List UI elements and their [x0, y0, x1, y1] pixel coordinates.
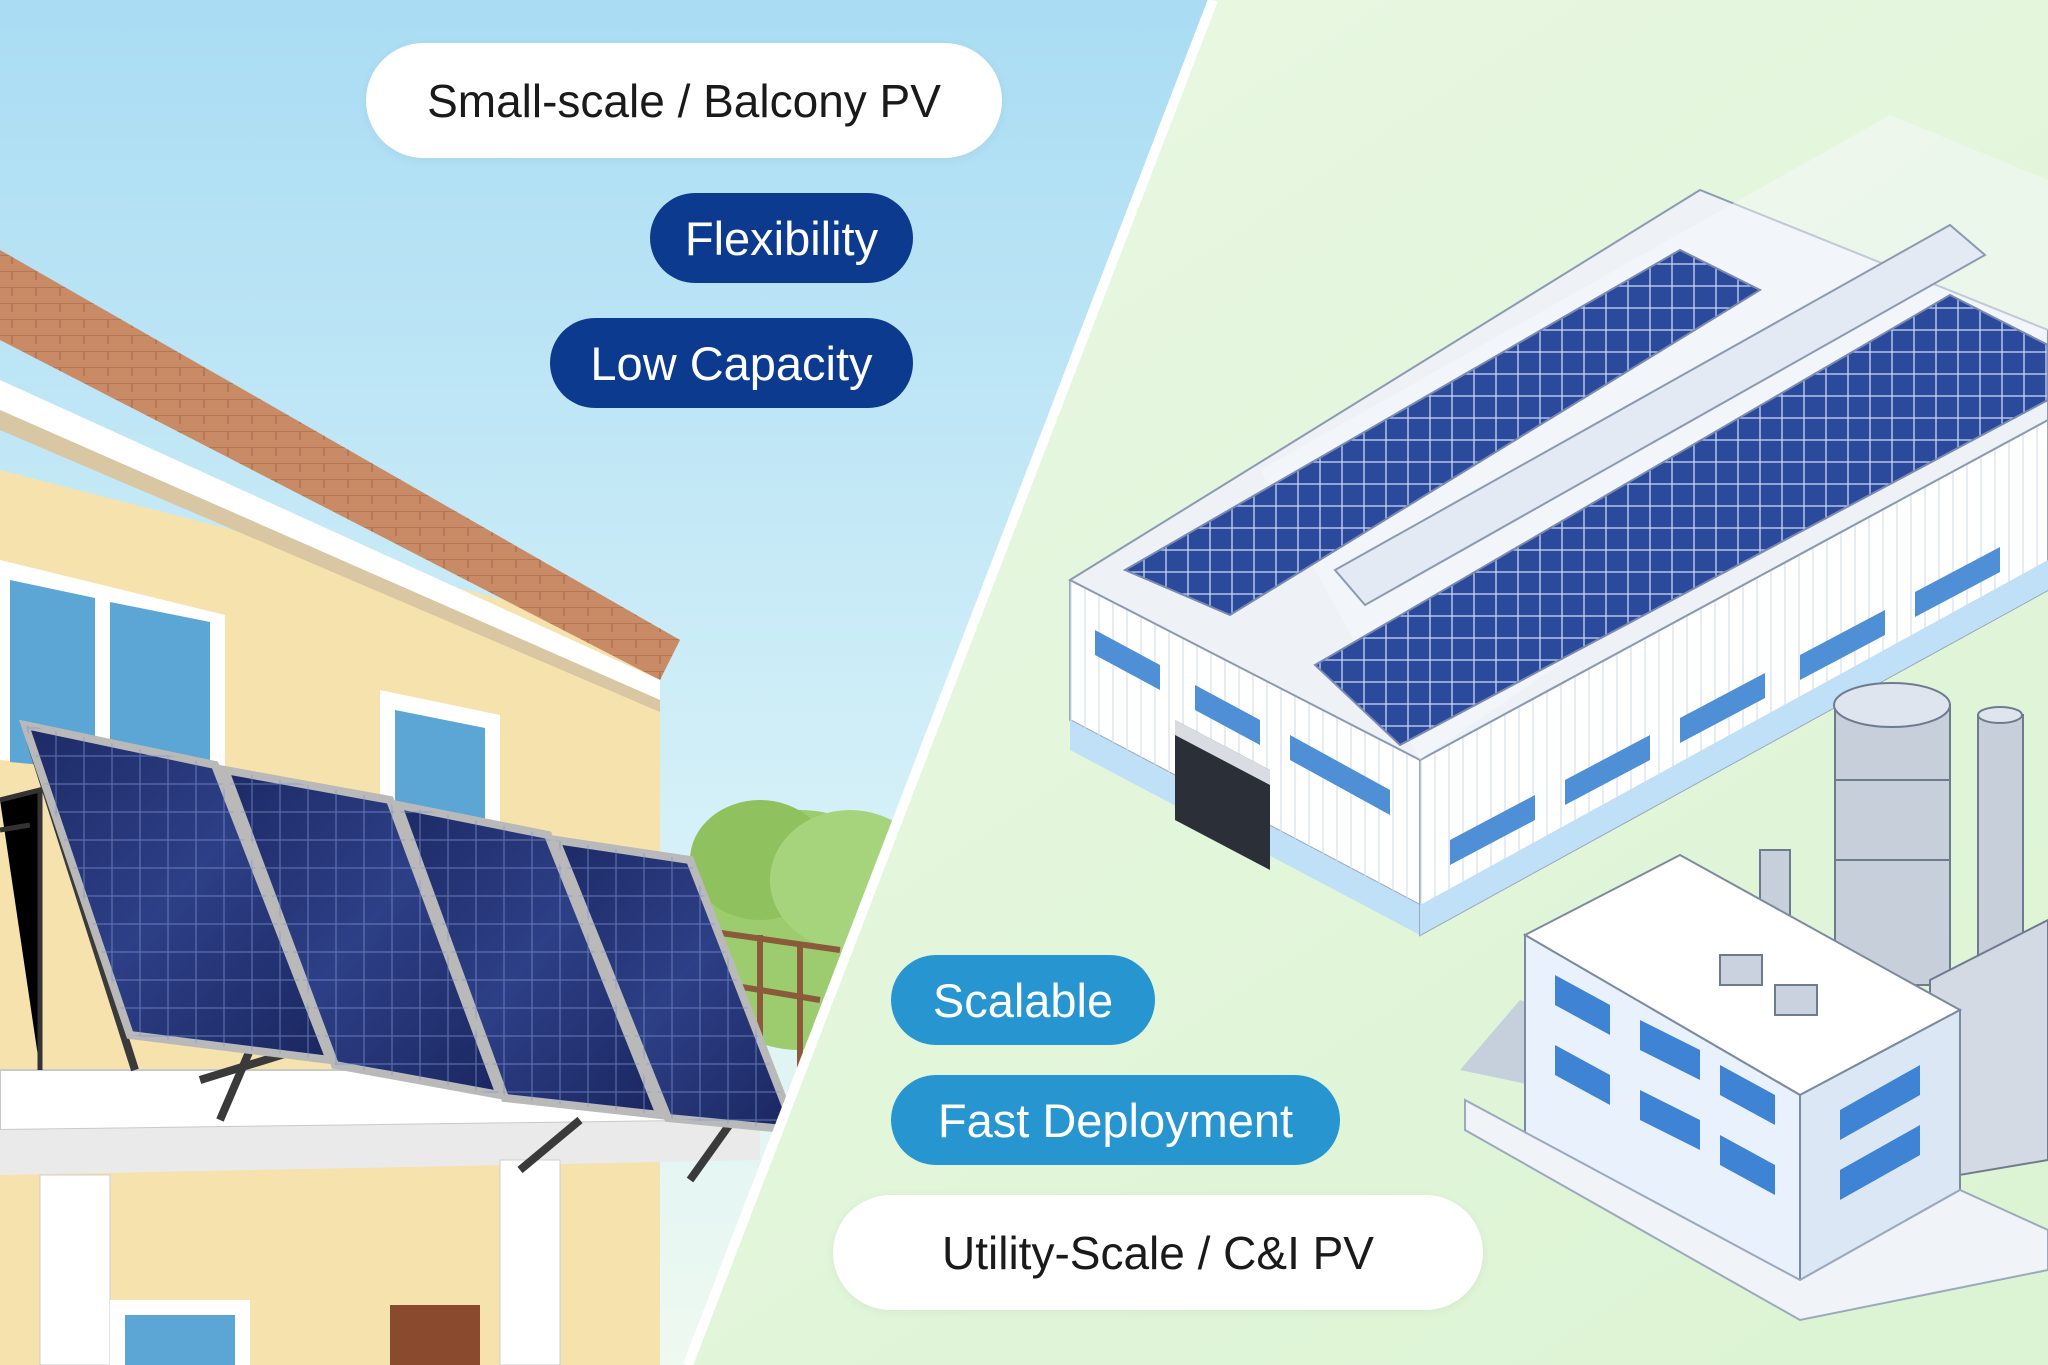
- tag-low-capacity-text: Low Capacity: [590, 336, 873, 390]
- tag-scalable: Scalable: [891, 955, 1155, 1045]
- chimney-icon: [1977, 706, 2024, 976]
- tag-fast-deployment: Fast Deployment: [891, 1075, 1340, 1165]
- panel-divider: [683, 0, 1218, 1365]
- right-title-text: Utility-Scale / C&I PV: [942, 1226, 1374, 1279]
- solar-panel-icon: [18, 719, 802, 1135]
- tag-flexibility-text: Flexibility: [684, 211, 879, 265]
- silo-icon: [1833, 682, 1951, 986]
- right-title-badge: Utility-Scale / C&I PV: [833, 1195, 1483, 1310]
- tag-flexibility: Flexibility: [650, 193, 913, 283]
- left-title-badge: Small-scale / Balcony PV: [366, 43, 1002, 158]
- factory-illustration: [1067, 115, 2048, 1322]
- left-title-text: Small-scale / Balcony PV: [427, 74, 941, 127]
- tag-fast-deployment-text: Fast Deployment: [937, 1093, 1294, 1147]
- tag-low-capacity: Low Capacity: [550, 318, 913, 408]
- tag-scalable-text: Scalable: [932, 973, 1114, 1027]
